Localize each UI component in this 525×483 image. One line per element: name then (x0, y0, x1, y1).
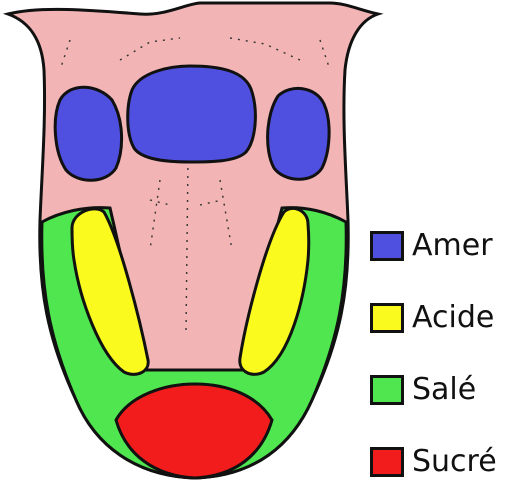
legend-label-sucre: Sucré (412, 442, 497, 482)
legend-swatch-acide (370, 303, 404, 333)
legend-label-amer: Amer (412, 226, 493, 266)
legend-item-sucre: Sucré (370, 442, 497, 482)
legend-label-sale: Salé (412, 370, 476, 410)
legend-swatch-sucre (370, 447, 404, 477)
amer-region-left (55, 87, 121, 180)
legend-swatch-amer (370, 231, 404, 261)
legend-swatch-sale (370, 375, 404, 405)
legend-label-acide: Acide (412, 298, 494, 338)
amer-region-right (268, 88, 329, 179)
legend-item-amer: Amer (370, 226, 493, 266)
amer-region-center (128, 66, 256, 162)
legend-item-acide: Acide (370, 298, 494, 338)
legend-item-sale: Salé (370, 370, 476, 410)
